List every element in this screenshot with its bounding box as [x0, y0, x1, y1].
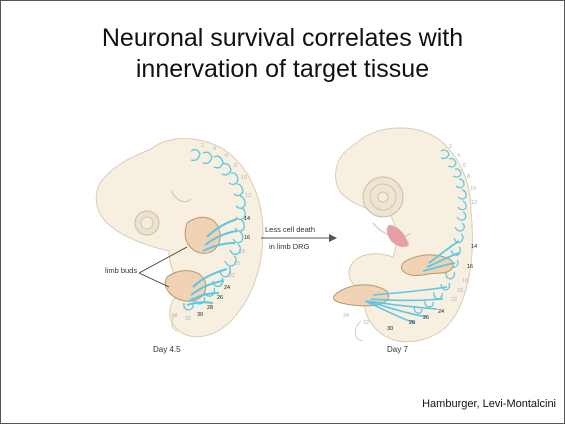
- eye-right: [363, 177, 403, 217]
- seg-num-left: 8: [234, 163, 237, 169]
- seg-num-right: 32: [363, 320, 369, 326]
- seg-num-right: 12: [471, 200, 477, 206]
- seg-num-right: 18: [462, 278, 468, 284]
- seg-num-right: 24: [438, 309, 444, 315]
- seg-num-left: 6: [225, 153, 228, 159]
- arrow-label-line-1: Less cell death: [265, 225, 315, 234]
- credit-text: Hamburger, Levi-Montalcini: [422, 398, 556, 410]
- seg-num-right: 8: [467, 174, 470, 180]
- seg-num-left: 14: [244, 216, 250, 222]
- seg-num-left: 2: [201, 143, 204, 149]
- seg-num-left: 34: [171, 313, 177, 319]
- arrow-label-line-2: in limb DRG: [269, 242, 310, 251]
- day-4-5-caption: Day 4.5: [153, 345, 181, 354]
- seg-num-left: 18: [239, 249, 245, 255]
- seg-num-left: 28: [207, 305, 213, 311]
- embryo-day-4-5: 2 4 6 8 10 12 14 16 18 20 22 24 26 28 30…: [96, 139, 263, 354]
- seg-num-right: 6: [463, 163, 466, 169]
- embryo-day-7: 2 4 6 8 10 12 14 16 18 20 22 24 26 28 30…: [334, 128, 478, 354]
- limb-buds-label: limb buds: [105, 266, 137, 275]
- seg-num-left: 20: [234, 261, 240, 267]
- seg-num-left: 16: [244, 235, 250, 241]
- seg-num-left: 22: [229, 273, 235, 279]
- seg-num-right: 10: [470, 186, 476, 192]
- seg-num-left: 12: [245, 193, 251, 199]
- seg-num-right: 14: [471, 244, 477, 250]
- tail-right: [355, 321, 363, 341]
- transition-arrow: Less cell death in limb DRG: [261, 225, 337, 251]
- seg-num-right: 16: [467, 264, 473, 270]
- seg-num-right: 34: [343, 313, 349, 319]
- seg-num-left: 24: [224, 285, 230, 291]
- embryo-body-left: [96, 139, 263, 337]
- limb-bud-upper-left: [185, 217, 220, 253]
- seg-num-left: 10: [241, 175, 247, 181]
- seg-num-right: 2: [449, 144, 452, 150]
- seg-num-left: 26: [217, 295, 223, 301]
- seg-num-left: 4: [213, 146, 216, 152]
- seg-num-right: 4: [457, 153, 460, 159]
- seg-num-left: 32: [185, 316, 191, 322]
- eye-left: [135, 211, 159, 235]
- seg-num-right: 20: [457, 288, 463, 294]
- day-7-caption: Day 7: [387, 345, 408, 354]
- seg-num-left: 30: [197, 312, 203, 318]
- seg-num-right: 26: [423, 315, 429, 321]
- seg-num-right: 30: [387, 326, 393, 332]
- seg-num-right: 28: [409, 320, 415, 326]
- seg-num-right: 22: [451, 297, 457, 303]
